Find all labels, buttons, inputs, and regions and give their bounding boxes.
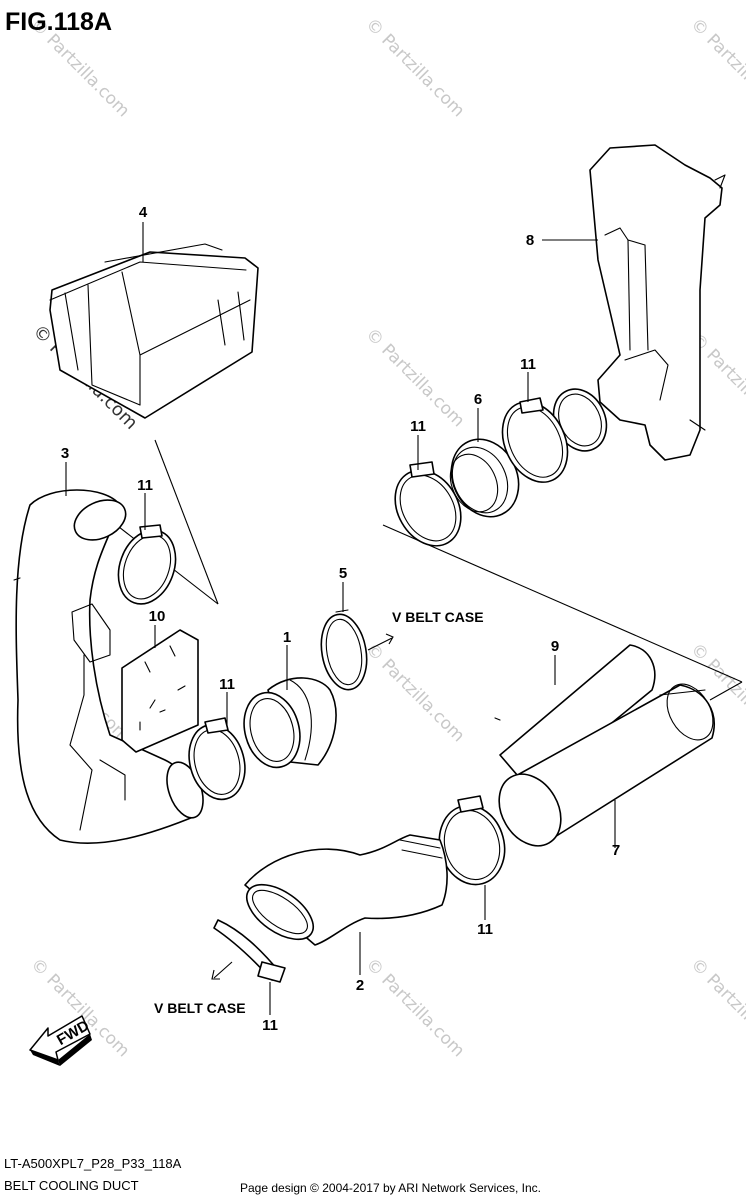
callout-5: 5: [339, 565, 347, 582]
watermark: © Partzilla.com: [361, 639, 468, 746]
callout-3: 3: [61, 445, 69, 462]
watermark: © Partzilla.com: [361, 324, 468, 431]
callout-1: 1: [283, 629, 291, 646]
callouts: 4 3 11 10 11 1 5 11 6 11 8 9 7 11 2 11: [61, 204, 620, 1034]
watermark: © Partzilla.com: [686, 954, 746, 1061]
part-2-duct: [244, 834, 448, 946]
watermark: © Partzilla.com: [361, 954, 468, 1061]
part-7-tube: [498, 683, 715, 847]
page-credit: Page design © 2004-2017 by ARI Network S…: [240, 1181, 541, 1195]
figure-name: BELT COOLING DUCT: [4, 1178, 139, 1193]
callout-9: 9: [551, 638, 559, 655]
fwd-arrow-icon: FWD: [29, 1015, 92, 1066]
part-11-clamps: [117, 397, 569, 983]
callout-11-a: 11: [137, 477, 153, 494]
callout-8: 8: [526, 232, 534, 249]
part-5-gasket: [320, 609, 368, 691]
vbelt-case-lower-label: V BELT CASE: [154, 1000, 246, 1016]
callout-4: 4: [139, 204, 148, 221]
figure-title: FIG.118A: [5, 8, 112, 36]
callout-11-e: 11: [477, 921, 493, 938]
callout-10: 10: [149, 608, 166, 625]
vbelt-case-upper-label: V BELT CASE: [392, 609, 484, 625]
callout-11-b: 11: [219, 676, 235, 693]
callout-6: 6: [474, 391, 482, 408]
callout-11-c: 11: [410, 418, 426, 435]
part-4-cover: [49, 243, 259, 419]
callout-2: 2: [356, 977, 364, 994]
callout-7: 7: [612, 842, 620, 859]
part-10-filter: [121, 629, 199, 753]
callout-11-d: 11: [520, 356, 536, 373]
watermark: © Partzilla.com: [686, 14, 746, 121]
watermark: © Partzilla.com: [361, 14, 468, 121]
part-1-hose: [243, 677, 337, 769]
leaders: [65, 222, 616, 1015]
part-9-sleeve: [494, 644, 656, 791]
callout-11-f: 11: [262, 1017, 278, 1034]
part-8-duct: [552, 144, 726, 461]
figure-code: LT-A500XPL7_P28_P33_118A: [4, 1156, 182, 1171]
